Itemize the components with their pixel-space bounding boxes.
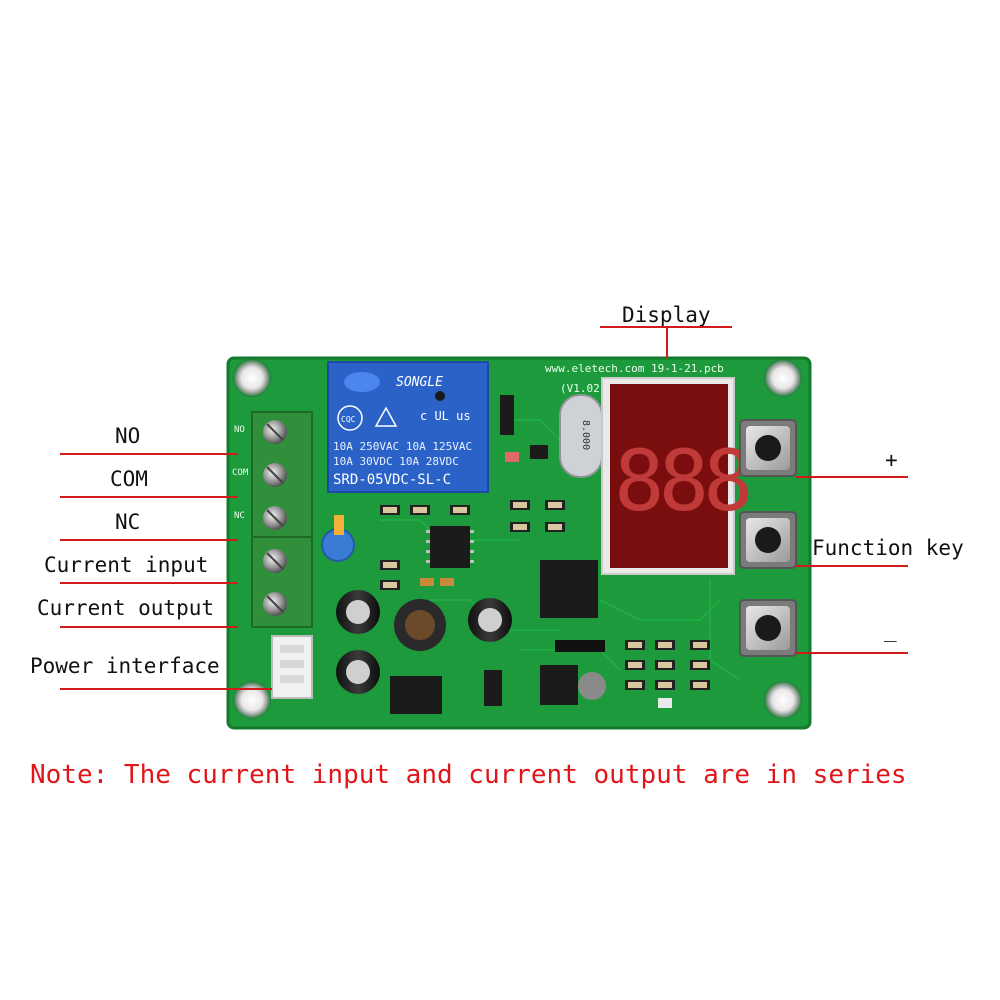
leader-line-com	[60, 496, 238, 498]
svg-text:www.eletech.com 19-1-21.pcb: www.eletech.com 19-1-21.pcb	[545, 362, 724, 375]
blue-capacitor	[321, 515, 355, 562]
electrolytic-capacitors	[336, 590, 512, 694]
leader-line-current-input	[60, 582, 238, 584]
svg-text:888: 888	[614, 432, 749, 530]
relay: SONGLE CQC c UL us 10A 250VAC 10A 125VAC…	[327, 361, 489, 493]
power-connector	[271, 635, 313, 699]
svg-text:10A 30VDC 10A 28VDC: 10A 30VDC 10A 28VDC	[333, 455, 459, 468]
series-note: Note: The current input and current outp…	[30, 760, 907, 790]
leader-line-power-interface	[60, 688, 272, 690]
leader-line-function-key	[796, 565, 908, 567]
svg-text:c UL us: c UL us	[420, 409, 471, 423]
label-power-interface: Power interface	[30, 654, 220, 678]
crystal-oscillator: 8.000	[559, 394, 603, 478]
label-current-output: Current output	[37, 596, 215, 620]
screw-terminal-block: NO COM NC	[232, 411, 313, 628]
svg-text:(V1.02): (V1.02)	[560, 382, 606, 395]
label-plus: +	[885, 448, 898, 472]
leader-line-minus	[796, 652, 908, 654]
label-current-input: Current input	[44, 553, 209, 577]
svg-text:SRD-05VDC-SL-C: SRD-05VDC-SL-C	[333, 472, 451, 488]
seven-segment-display: 888	[601, 377, 755, 575]
svg-text:10A 250VAC 10A 125VAC: 10A 250VAC 10A 125VAC	[333, 440, 472, 453]
svg-text:CQC: CQC	[341, 415, 356, 424]
leader-line-no	[60, 453, 238, 455]
smd-components	[380, 395, 710, 708]
leader-line-nc	[60, 539, 238, 541]
label-function-key: Function key	[812, 536, 964, 560]
svg-text:NC: NC	[234, 511, 245, 521]
label-display: Display	[622, 303, 711, 327]
leader-line-display-vertical	[666, 326, 668, 358]
leader-line-plus	[796, 476, 908, 478]
mounting-holes	[233, 359, 802, 719]
label-nc: NC	[115, 510, 141, 534]
svg-text:SONGLE: SONGLE	[396, 375, 443, 390]
label-no: NO	[115, 424, 141, 448]
ic-chips	[390, 526, 598, 714]
leader-line-current-output	[60, 626, 238, 628]
inductor	[394, 599, 446, 651]
svg-text:8.000: 8.000	[580, 420, 591, 450]
label-com: COM	[110, 467, 148, 491]
svg-text:NO: NO	[234, 425, 245, 435]
push-buttons	[739, 419, 797, 657]
label-minus: _	[884, 618, 897, 642]
svg-text:COM: COM	[232, 468, 249, 478]
